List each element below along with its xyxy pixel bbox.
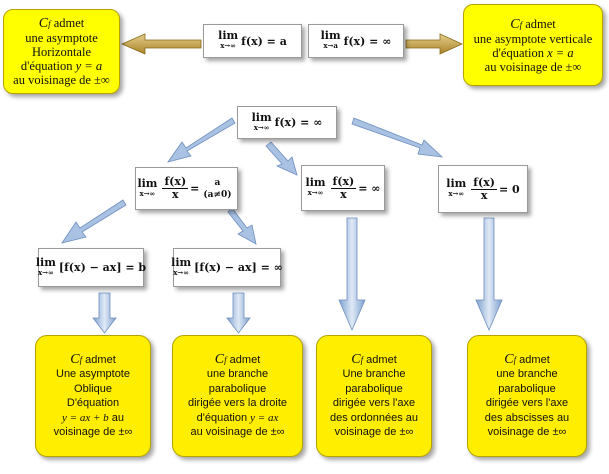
horizontal-asymptote-box: Cf admet une asymptote Horizontale d'équ… [3, 9, 120, 94]
arrow-diff-b-down [92, 292, 117, 334]
vertical-asymptote-box: Cf admet une asymptote verticale d'équat… [463, 4, 603, 86]
curve-symbol: Cf [38, 16, 51, 31]
arrow-ratio-inf-down [338, 217, 366, 332]
arrow-diff-inf-down [226, 292, 251, 334]
arrow-ratio-a-to-diff-b [61, 199, 127, 244]
curve-symbol: Cf [214, 351, 227, 367]
parabolic-branch-line-box: Cf admet une branche parabolique dirigée… [172, 335, 303, 457]
arrow-to-left-box [120, 33, 202, 55]
arrow-ratio-a-to-diff-inf [227, 207, 257, 245]
curve-symbol: Cf [510, 16, 523, 32]
arrow-to-right-box [405, 33, 463, 55]
oblique-asymptote-box: Cf admet Une asymptote Oblique D'équatio… [35, 335, 151, 457]
curve-symbol: Cf [351, 351, 364, 367]
curve-symbol: Cf [70, 351, 83, 367]
arrow-center-to-ratio-a [167, 117, 236, 163]
arrow-ratio-zero-down [475, 217, 503, 332]
arrow-center-to-ratio-zero [351, 117, 444, 158]
arrow-center-to-ratio-inf [265, 141, 298, 176]
parabolic-branch-abscissa-box: Cf admet une branche parabolique dirigée… [467, 335, 587, 457]
parabolic-branch-ordinate-box: Cf admet Une branche parabolique dirigée… [316, 335, 432, 457]
curve-symbol: Cf [504, 351, 517, 367]
